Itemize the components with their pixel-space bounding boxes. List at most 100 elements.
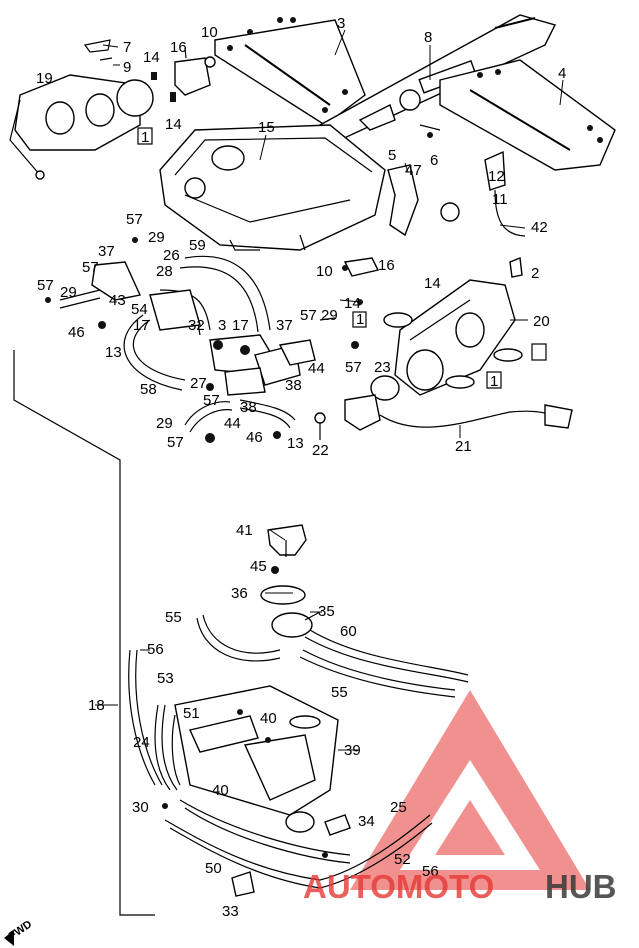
fuel-tank-assembly-39	[174, 685, 339, 833]
group-bracket-18	[13, 350, 155, 916]
fwd-arrow-icon	[4, 930, 14, 946]
label-38-a: 38	[285, 377, 302, 394]
label-10-b: 10	[316, 263, 333, 280]
label-25: 25	[390, 799, 407, 816]
label-37-b: 37	[276, 317, 293, 334]
label-36: 36	[231, 585, 248, 602]
label-56-b: 56	[422, 863, 439, 880]
label-46-b: 46	[246, 429, 263, 446]
automotohub-wordmark: AUTOMOTO HUB	[303, 868, 617, 905]
label-14-c: 14	[424, 275, 441, 292]
label-33: 33	[222, 903, 239, 920]
label-9: 9	[123, 59, 131, 76]
label-2: 2	[531, 265, 539, 282]
label-50: 50	[205, 860, 222, 877]
hose-29-lower	[184, 399, 296, 443]
label-58: 58	[140, 381, 157, 398]
sensor-21-wire	[314, 394, 573, 440]
brackets-37-57-43	[45, 237, 142, 329]
throttle-body-left	[9, 74, 154, 180]
label-39: 39	[344, 742, 361, 759]
label-19: 19	[36, 70, 53, 87]
label-55-b: 55	[331, 684, 348, 701]
label-40-b: 40	[212, 782, 229, 799]
label-10: 10	[201, 24, 218, 41]
label-6: 6	[430, 152, 438, 169]
label-3: 3	[337, 15, 345, 32]
label-1-b: 1	[356, 311, 364, 328]
label-37-a: 37	[98, 243, 115, 260]
fuel-line-53-56	[128, 649, 181, 791]
label-16-b: 16	[378, 257, 395, 274]
label-40-a: 40	[260, 710, 277, 727]
label-29-c: 29	[321, 307, 338, 324]
label-23: 23	[374, 359, 391, 376]
label-14-b: 14	[165, 116, 182, 133]
fuel-pump-bracket-41	[267, 524, 307, 557]
label-32: 32	[188, 317, 205, 334]
air-box-lower-case	[159, 124, 386, 251]
label-57-a: 57	[126, 211, 143, 228]
label-38-b: 38	[240, 399, 257, 416]
label-4: 4	[558, 65, 566, 82]
label-30: 30	[132, 799, 149, 816]
label-47: 47	[405, 162, 422, 179]
label-57-f: 57	[203, 392, 220, 409]
label-13-b: 13	[287, 435, 304, 452]
label-57-c: 57	[82, 259, 99, 276]
label-1-c: 1	[490, 373, 498, 390]
throttle-body-right	[319, 257, 523, 401]
label-51: 51	[183, 705, 200, 722]
automotohub-logo	[350, 690, 590, 890]
label-57-b: 57	[37, 277, 54, 294]
label-53: 53	[157, 670, 174, 687]
label-29-d: 29	[156, 415, 173, 432]
label-41: 41	[236, 522, 253, 539]
wordmark-hub: HUB	[545, 868, 617, 905]
label-3-b: 3	[218, 317, 226, 334]
idle-control-assembly	[149, 289, 316, 396]
reference-box-markers	[137, 127, 547, 389]
leader-lines	[95, 29, 564, 751]
label-14: 14	[143, 49, 160, 66]
label-59: 59	[189, 237, 206, 254]
label-43: 43	[109, 292, 126, 309]
label-56-a: 56	[147, 641, 164, 658]
label-35: 35	[318, 603, 335, 620]
fuel-lines-50-52-25	[162, 799, 433, 897]
label-22: 22	[312, 442, 329, 459]
bracket-5-6-47	[387, 124, 526, 237]
small-parts-upper-left	[83, 39, 216, 102]
wordmark-automoto: AUTOMOTO	[303, 868, 494, 905]
label-12: 12	[488, 168, 505, 185]
linkage-plate-3	[214, 17, 366, 126]
label-57-e: 57	[345, 359, 362, 376]
fuel-pump	[260, 566, 321, 638]
label-27: 27	[190, 375, 207, 392]
label-52: 52	[394, 851, 411, 868]
label-21: 21	[455, 438, 472, 455]
label-54: 54	[131, 301, 148, 318]
label-26: 26	[163, 247, 180, 264]
label-57-d: 57	[300, 307, 317, 324]
label-24: 24	[133, 734, 150, 751]
label-55-a: 55	[165, 609, 182, 626]
label-29-a: 29	[148, 229, 165, 246]
fuel-hoses-55-60	[196, 614, 469, 698]
label-28: 28	[156, 263, 173, 280]
label-20: 20	[533, 313, 550, 330]
label-42: 42	[531, 219, 548, 236]
label-46-a: 46	[68, 324, 85, 341]
label-15: 15	[258, 119, 275, 136]
label-8: 8	[424, 29, 432, 46]
label-57-g: 57	[167, 434, 184, 451]
label-29-b: 29	[60, 284, 77, 301]
label-44-a: 44	[308, 360, 325, 377]
part-labels: 3 8 4 7 9 10 14 16 19 1 14 15 5 6 47 12 …	[36, 15, 566, 920]
label-14-d: 14	[344, 295, 361, 312]
linkage-plate-4	[439, 59, 616, 171]
label-45: 45	[250, 558, 267, 575]
label-5: 5	[388, 147, 396, 164]
forward-indicator: FWD	[4, 918, 34, 946]
